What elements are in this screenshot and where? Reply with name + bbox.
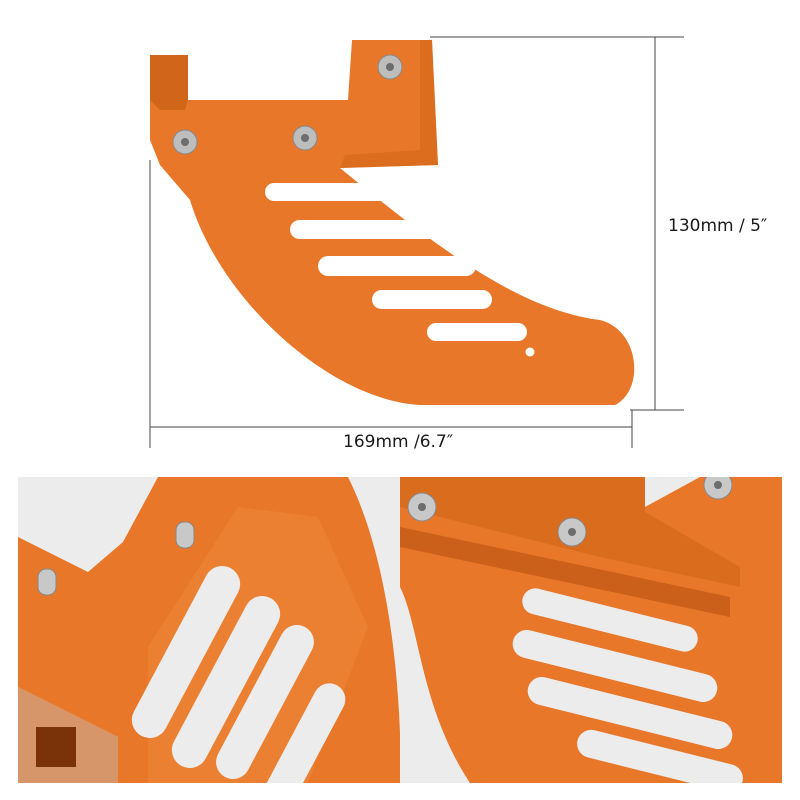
width-dimension-label: 169mm /6.7″	[343, 432, 454, 452]
small-hole	[525, 347, 535, 357]
vent-slot	[427, 323, 527, 341]
mount-cutout	[36, 727, 76, 767]
vent-slot	[372, 290, 492, 309]
pin-icon	[175, 521, 195, 549]
product-main-view: 130mm / 5″ 169mm /6.7″	[149, 36, 768, 452]
detail-panel-left	[18, 477, 401, 783]
screw-icon	[172, 129, 198, 155]
screw-icon	[703, 477, 733, 500]
screw-icon	[407, 492, 437, 522]
vent-slot	[318, 256, 476, 276]
detail-panel-right	[400, 477, 782, 783]
screw-icon	[557, 517, 587, 547]
brake-guard-illustration	[149, 36, 684, 448]
screw-icon	[292, 125, 318, 151]
height-dimension-label: 130mm / 5″	[668, 216, 768, 236]
vent-slot	[290, 220, 440, 239]
pin-icon	[37, 568, 57, 596]
vent-slot	[265, 183, 395, 201]
screw-icon	[377, 54, 403, 80]
